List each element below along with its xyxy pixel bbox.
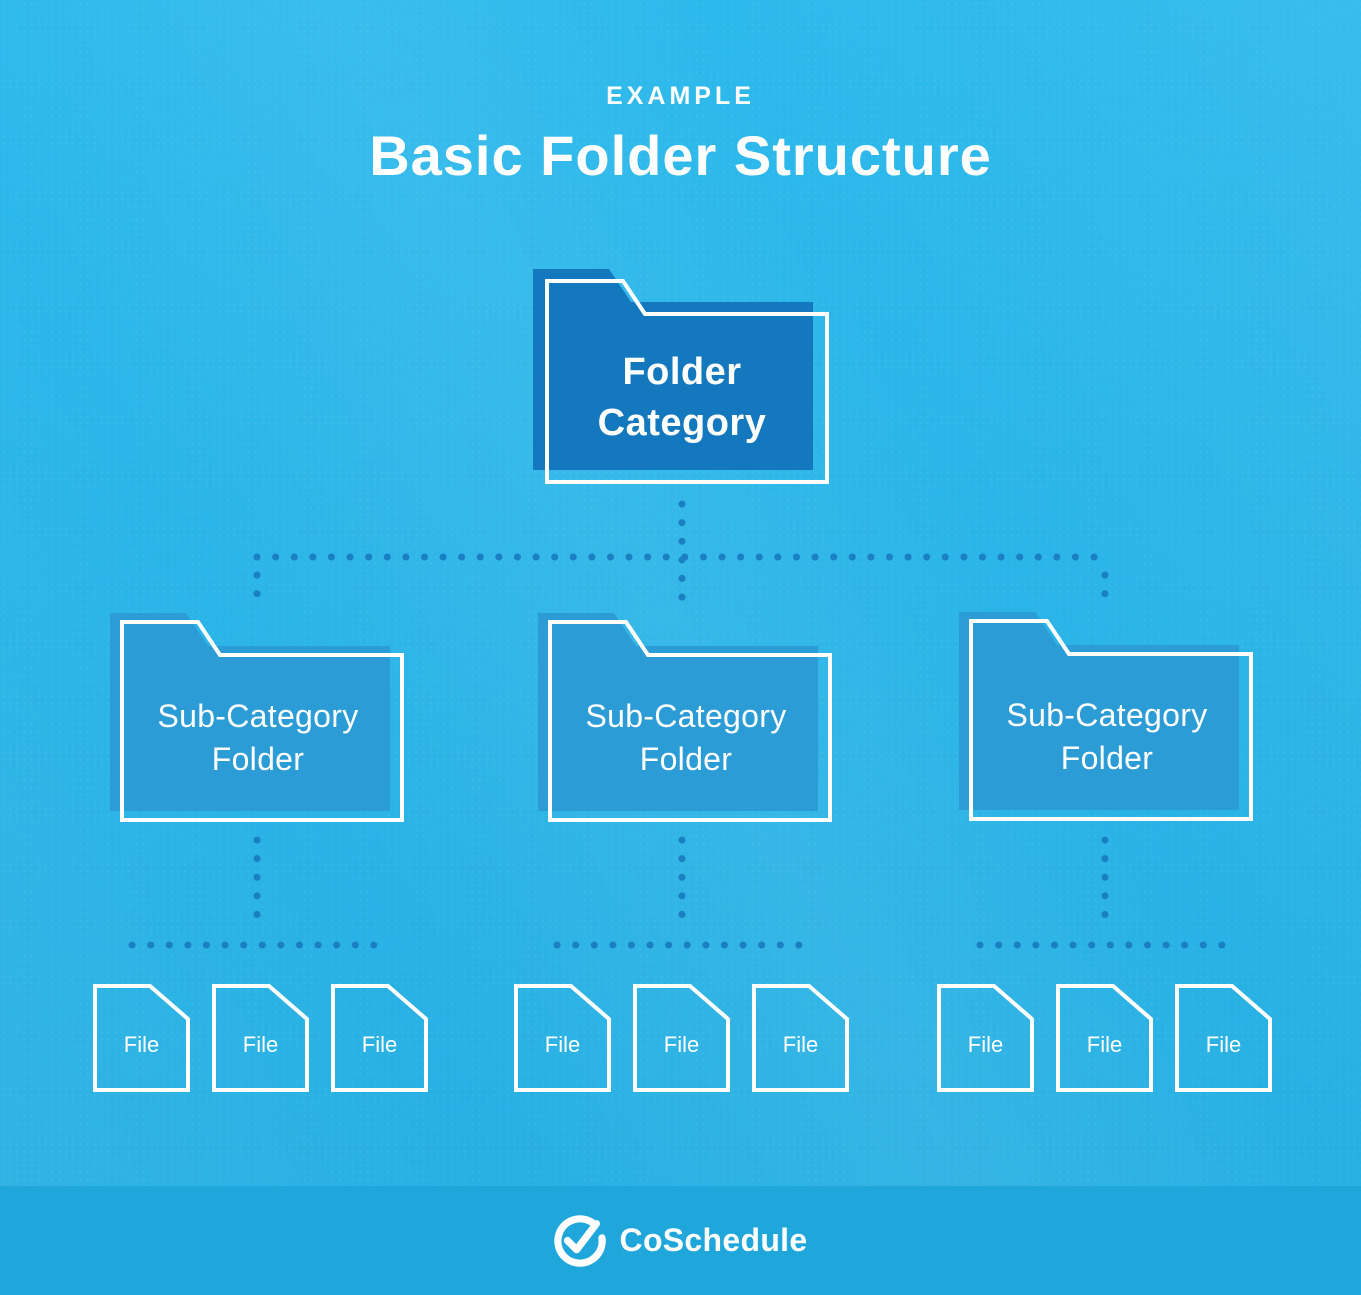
file-icon — [514, 984, 611, 1092]
file-2-1: File — [514, 984, 611, 1092]
file-icon — [93, 984, 190, 1092]
file-label: File — [663, 1032, 700, 1057]
file-label: File — [242, 1032, 279, 1057]
subfolder-1-label: Sub-Category Folder — [110, 655, 406, 820]
file-icon — [1175, 984, 1272, 1092]
subfolder-label-line1: Sub-Category — [585, 697, 787, 734]
subfolder-label-line2: Folder — [211, 740, 305, 777]
root-folder-label-line1: Folder — [622, 351, 742, 393]
subfolder-2-label: Sub-Category Folder — [538, 655, 834, 820]
coschedule-logo: CoSchedule — [553, 1214, 808, 1267]
file-2-3: File — [752, 984, 849, 1092]
file-3-3: File — [1175, 984, 1272, 1092]
file-1-2: File — [212, 984, 309, 1092]
subfolder-3: Sub-Category Folder — [959, 612, 1255, 823]
file-label: File — [123, 1032, 160, 1057]
file-icon — [1056, 984, 1153, 1092]
file-label: File — [967, 1032, 1004, 1057]
file-2-2: File — [633, 984, 730, 1092]
file-label: File — [782, 1032, 819, 1057]
folder-icon — [110, 613, 404, 822]
folder-icon — [533, 269, 829, 484]
page-title: Basic Folder Structure — [369, 124, 992, 187]
file-label: File — [1205, 1032, 1242, 1057]
subfolder-1: Sub-Category Folder — [110, 613, 406, 824]
subfolder-label-line1: Sub-Category — [1006, 696, 1208, 733]
file-1-3: File — [331, 984, 428, 1092]
folder-icon — [959, 612, 1253, 821]
coschedule-logo-icon — [553, 1214, 606, 1267]
root-folder-label: Folder Category — [533, 314, 831, 482]
file-3-1: File — [937, 984, 1034, 1092]
file-icon — [937, 984, 1034, 1092]
file-1-1: File — [93, 984, 190, 1092]
subfolder-label-line2: Folder — [639, 740, 733, 777]
file-icon — [331, 984, 428, 1092]
footer-band: CoSchedule — [0, 1186, 1361, 1295]
subfolder-2: Sub-Category Folder — [538, 613, 834, 824]
file-label: File — [544, 1032, 581, 1057]
root-folder-label-line2: Category — [597, 402, 767, 444]
file-icon — [633, 984, 730, 1092]
file-label: File — [1086, 1032, 1123, 1057]
root-folder: Folder Category — [533, 269, 831, 487]
eyebrow-label: EXAMPLE — [606, 82, 755, 110]
coschedule-wordmark: CoSchedule — [619, 1222, 808, 1258]
file-icon — [212, 984, 309, 1092]
file-3-2: File — [1056, 984, 1153, 1092]
subfolder-3-label: Sub-Category Folder — [959, 654, 1255, 819]
file-label: File — [361, 1032, 398, 1057]
folder-icon — [538, 613, 832, 822]
subfolder-label-line1: Sub-Category — [157, 697, 359, 734]
subfolder-label-line2: Folder — [1060, 739, 1154, 776]
file-icon — [752, 984, 849, 1092]
